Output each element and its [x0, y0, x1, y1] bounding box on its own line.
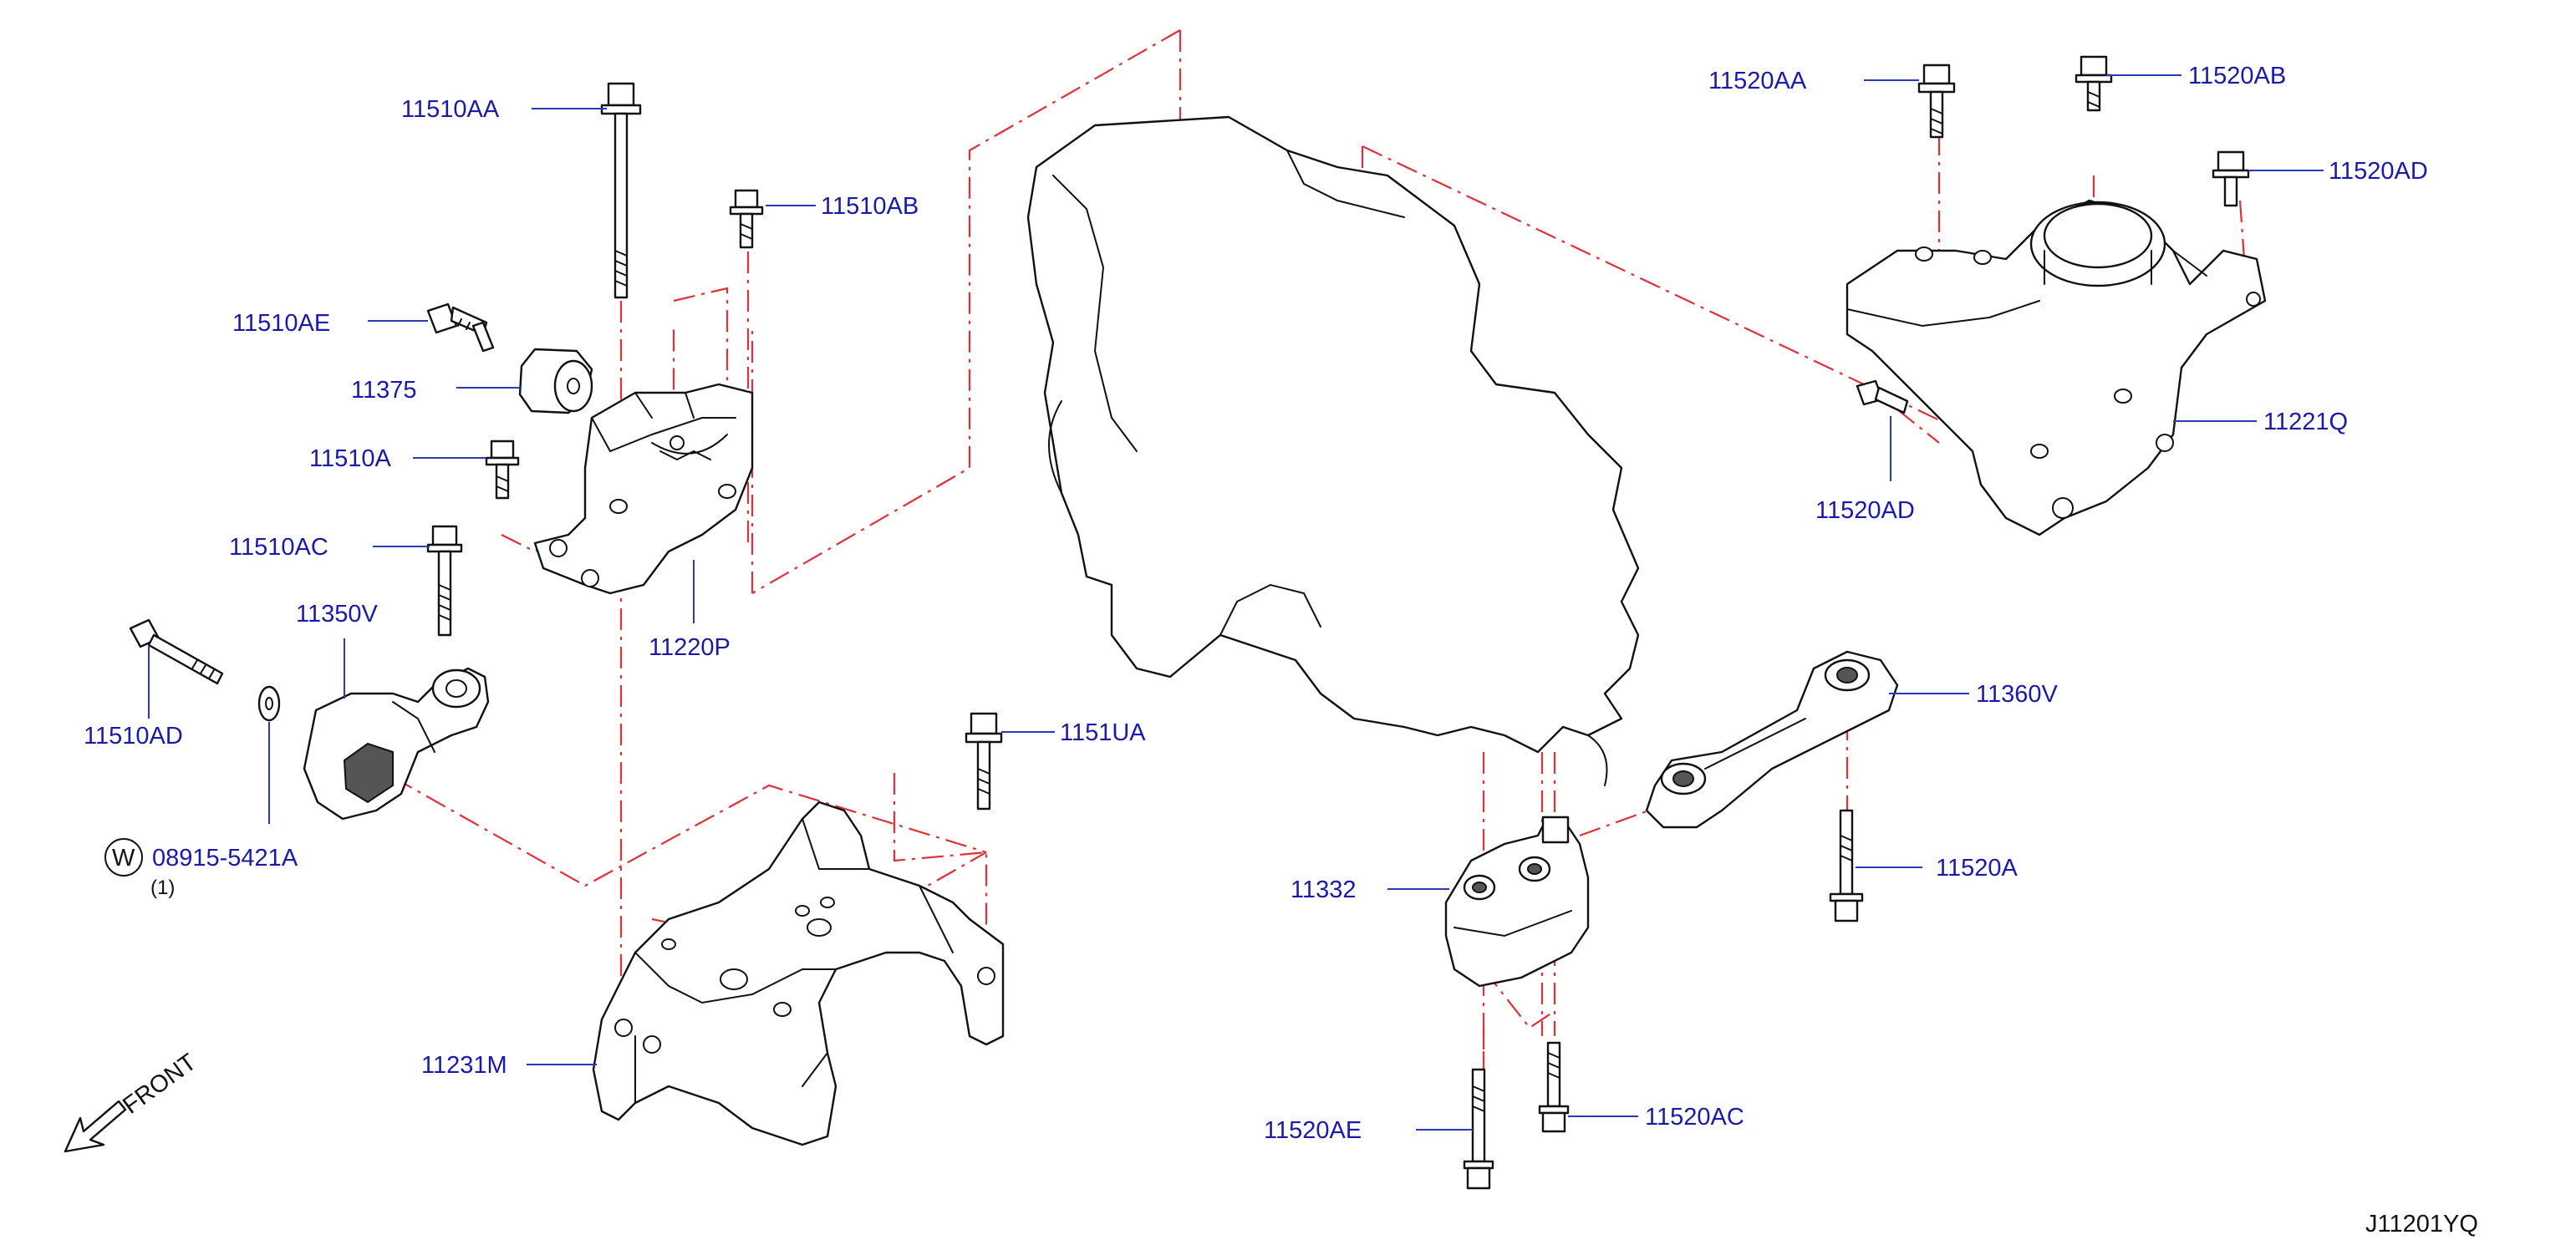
- bolt-11520A: [1829, 809, 1864, 922]
- mount-11221Q: [1845, 199, 2267, 536]
- label-11510A: 11510A: [309, 445, 391, 472]
- label-08915-qty: (1): [150, 877, 175, 899]
- label-11231M: 11231M: [421, 1052, 507, 1079]
- label-11520AC: 11520AC: [1645, 1104, 1744, 1131]
- label-11510AB: 11510AB: [821, 193, 919, 220]
- bracket-11231M: [592, 800, 1005, 1146]
- bolt-11510AA: [600, 82, 642, 299]
- label-11360V: 11360V: [1976, 681, 2058, 708]
- label-1151UA: 1151UA: [1060, 719, 1146, 746]
- label-11220P: 11220P: [649, 634, 731, 661]
- bolt-11520AB: [2075, 55, 2113, 112]
- bolt-11520AE: [1463, 1068, 1494, 1190]
- label-11375: 11375: [351, 377, 417, 404]
- mount-11350V: [303, 667, 490, 821]
- bolt-11520AD-left: [1856, 379, 1909, 414]
- torque-rod-11360V: [1645, 650, 1899, 829]
- label-11520AA: 11520AA: [1708, 68, 1807, 94]
- label-11520AD-left: 11520AD: [1815, 497, 1915, 524]
- washer-symbol: W: [112, 845, 135, 872]
- label-11350V: 11350V: [296, 601, 378, 628]
- bolt-1151UA: [965, 712, 1003, 811]
- bushing-11375: [518, 348, 593, 414]
- label-11510AC: 11510AC: [229, 534, 328, 561]
- bolt-11510AD: [129, 618, 224, 685]
- engine-block: [1026, 115, 1640, 786]
- label-11520AE: 11520AE: [1264, 1117, 1362, 1144]
- label-11221Q: 11221Q: [2263, 409, 2348, 435]
- label-11520AD-top: 11520AD: [2329, 158, 2428, 185]
- diagram-id: J11201YQ: [2365, 1211, 2478, 1237]
- bolt-11520AC: [1538, 1041, 1570, 1133]
- label-11520A: 11520A: [1936, 855, 2018, 882]
- leader-lines: [148, 74, 2324, 1131]
- label-11332: 11332: [1291, 877, 1357, 903]
- front-arrow-icon: [64, 1100, 127, 1153]
- bolt-11510A: [485, 440, 520, 500]
- bolt-11510AB: [729, 189, 764, 249]
- bolt-11510AE: [426, 302, 495, 353]
- bracket-11220P: [533, 383, 754, 595]
- label-11510AD: 11510AD: [84, 723, 183, 750]
- bolt-11510AC: [426, 525, 463, 637]
- mount-11332: [1444, 816, 1590, 988]
- label-08915-5421A: 08915-5421A: [152, 845, 298, 872]
- front-label: FRONT: [118, 1049, 201, 1120]
- part-labels: 11510AA 11510AB 11510AE 11375 11510A 115…: [84, 63, 2428, 1144]
- washer-08915: [257, 685, 281, 722]
- bolt-11520AA: [1917, 64, 1956, 139]
- assembly-lines: [392, 29, 2246, 1095]
- washer-symbol-circle: [104, 838, 143, 877]
- label-11510AA: 11510AA: [401, 96, 500, 123]
- front-direction-indicator: FRONT: [64, 1049, 201, 1153]
- bolt-11520AD-top: [2212, 150, 2250, 207]
- label-11520AB: 11520AB: [2188, 63, 2286, 89]
- label-11510AE: 11510AE: [232, 310, 330, 337]
